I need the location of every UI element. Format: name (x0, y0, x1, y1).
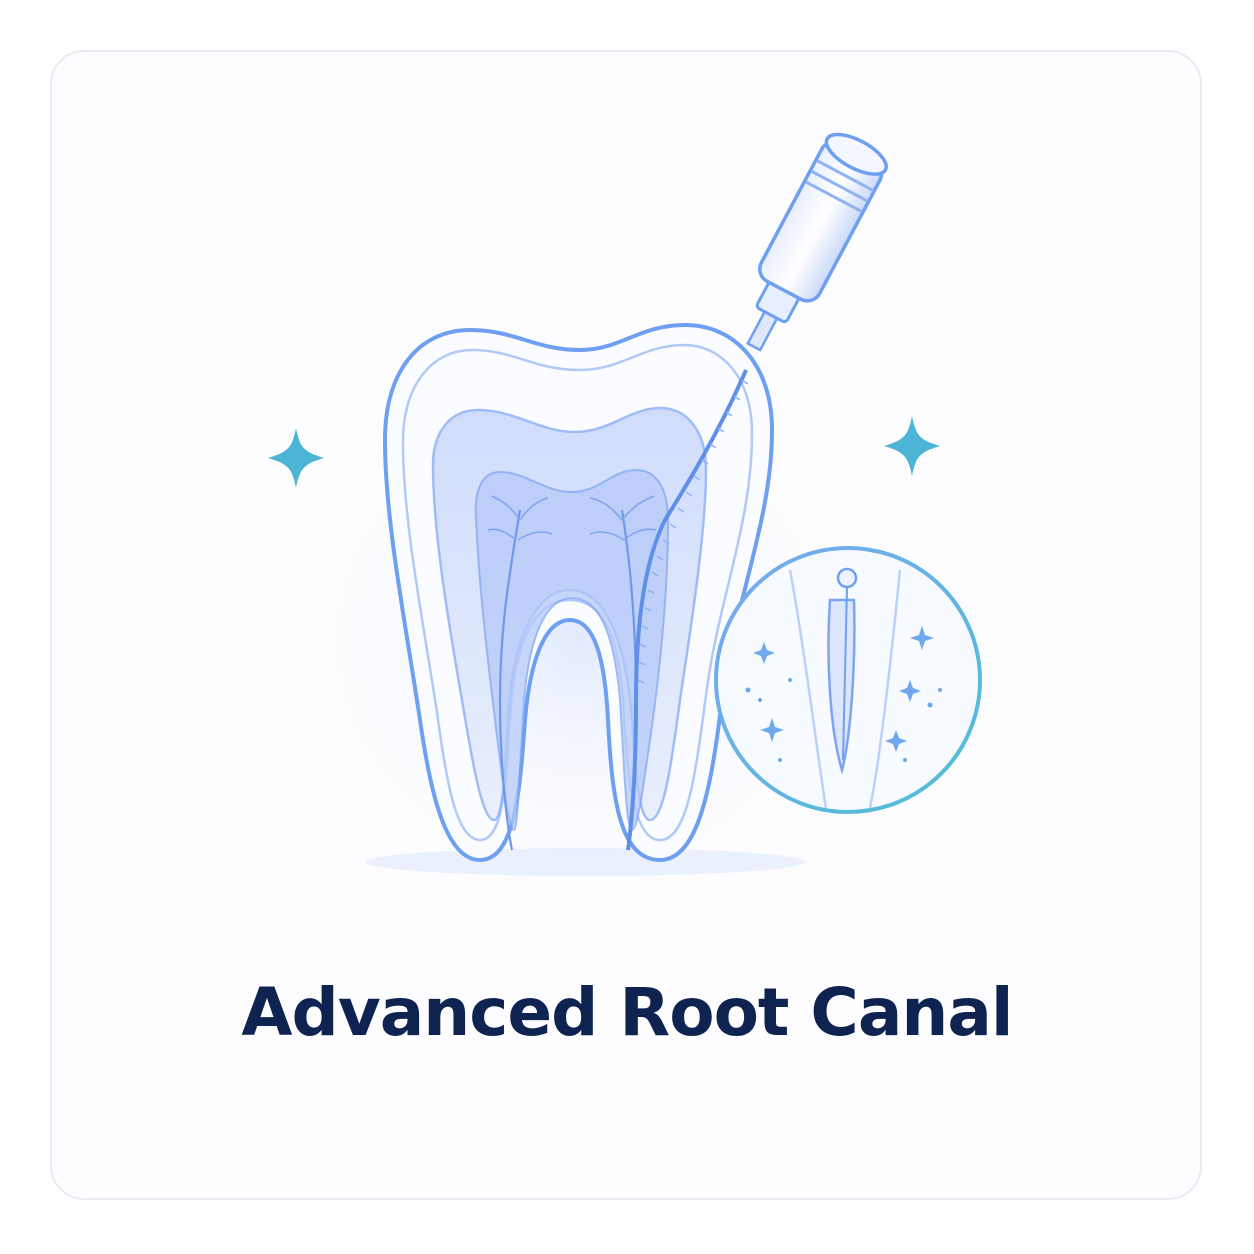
sparkle-right-icon (884, 416, 940, 476)
magnified-canal-inset (714, 546, 982, 814)
left-canal-nerve (498, 509, 522, 851)
file-twist (637, 379, 749, 684)
pulp-core (474, 468, 670, 832)
file-shaft (626, 369, 748, 851)
right-canal-branch (589, 495, 657, 541)
left-canal-branch (487, 495, 553, 541)
page-title: Advanced Root Canal (241, 974, 1013, 1051)
inset-sparkle-icon (745, 626, 942, 762)
tooth-shadow (365, 848, 805, 876)
sparkle-left-icon (268, 428, 324, 488)
file-handle-icon (746, 132, 888, 352)
